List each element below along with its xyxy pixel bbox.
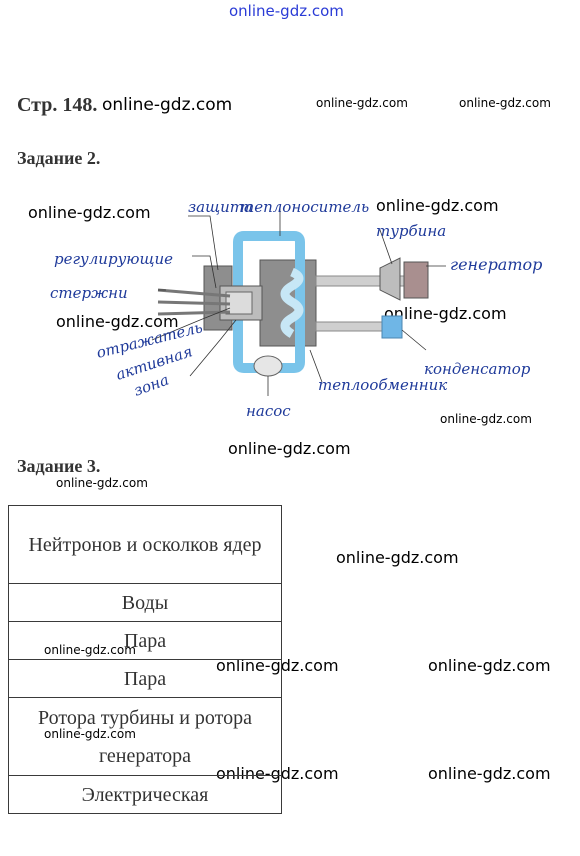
watermark: online-gdz.com — [428, 656, 551, 675]
turbine — [379, 257, 401, 301]
table-cell: Пара — [8, 659, 282, 698]
label-condenser: конденсатор — [424, 360, 531, 378]
watermark-top: online-gdz.com — [229, 2, 344, 20]
return-pipe — [315, 321, 383, 332]
control-rod — [157, 288, 231, 298]
control-rod — [157, 300, 231, 306]
watermark: online-gdz.com — [459, 96, 551, 110]
table-cell: Нейтронов и осколков ядер — [8, 505, 282, 584]
table-row: Ротора турбины и ротора генератора — [8, 697, 282, 776]
watermark: online-gdz.com — [28, 203, 151, 222]
watermark: online-gdz.com — [384, 304, 507, 323]
watermark: online-gdz.com — [56, 312, 179, 331]
leader-line — [309, 349, 323, 383]
label-rods: стержни — [50, 284, 128, 302]
table-cell: Воды — [8, 583, 282, 622]
heat-exchanger-coil — [280, 267, 304, 338]
power-plant-diagram: защита теплоноситель турбина регулирующи… — [50, 198, 542, 420]
leader-line — [188, 215, 219, 271]
label-control: регулирующие — [54, 250, 173, 268]
table-cell: Пара — [8, 621, 282, 660]
watermark: online-gdz.com — [316, 96, 408, 110]
table-row: Электрическая — [8, 775, 282, 814]
task-2-title: Задание 2. — [17, 148, 101, 168]
table-cell: Электрическая — [8, 775, 282, 814]
page-number: Стр. 148. — [17, 94, 98, 116]
generator — [403, 261, 429, 299]
leader-line — [192, 255, 217, 289]
leader-line — [151, 307, 231, 341]
answer-table: Нейтронов и осколков ядер Воды Пара Пара… — [8, 505, 282, 814]
table-row: Воды — [8, 583, 282, 622]
control-rod — [157, 310, 231, 316]
table-cell: Ротора турбины и ротора генератора — [8, 697, 282, 776]
watermark: online-gdz.com — [440, 412, 532, 426]
label-heat-exchanger: теплообменник — [318, 376, 447, 394]
table-row: Пара — [8, 621, 282, 660]
condenser — [381, 315, 403, 339]
leader-line — [379, 229, 393, 265]
leader-line — [189, 319, 237, 377]
pump-body — [253, 355, 283, 377]
watermark: online-gdz.com — [336, 548, 459, 567]
watermark: online-gdz.com — [56, 476, 148, 490]
table-row: Пара — [8, 659, 282, 698]
leader-line — [401, 329, 427, 351]
label-pump: насос — [246, 402, 291, 420]
watermark: online-gdz.com — [102, 95, 233, 115]
label-generator: генератор — [450, 255, 542, 274]
task-3-title: Задание 3. — [17, 456, 101, 476]
label-protection: защита — [188, 198, 253, 216]
coolant-loop — [233, 231, 305, 373]
table-row: Нейтронов и осколков ядер — [8, 505, 282, 584]
label-coolant: теплоноситель — [240, 198, 369, 216]
watermark: online-gdz.com — [376, 196, 499, 215]
watermark: online-gdz.com — [228, 439, 351, 458]
label-turbine: турбина — [376, 222, 446, 240]
watermark: online-gdz.com — [428, 764, 551, 783]
